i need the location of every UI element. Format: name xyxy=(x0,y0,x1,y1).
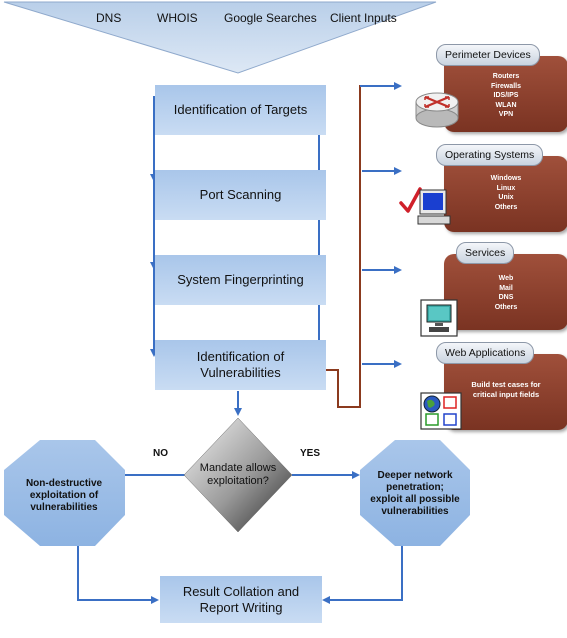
input-funnel xyxy=(3,1,437,74)
no-label: NO xyxy=(153,448,168,459)
category-item: Web xyxy=(498,275,514,282)
router-icon xyxy=(415,92,459,128)
input-whois: WHOIS xyxy=(157,11,198,25)
category-item: Windows xyxy=(490,175,522,182)
step-identification-of-targets: Identification of Targets xyxy=(155,85,326,135)
category-title: Services xyxy=(456,242,515,264)
category-item: Routers xyxy=(492,73,520,80)
web-window-icon xyxy=(420,392,462,430)
category-item: Others xyxy=(494,303,518,311)
decision-label: Mandate allows exploitation? xyxy=(199,462,277,487)
category-item: IDS/IPS xyxy=(493,92,519,99)
category-item: DNS xyxy=(498,294,514,301)
category-item: VPN xyxy=(498,111,514,118)
step-port-scanning: Port Scanning xyxy=(155,170,326,220)
category-title: Perimeter Devices xyxy=(436,44,540,66)
right-octagon xyxy=(360,440,470,546)
category-item: WLAN xyxy=(495,101,517,109)
input-dns: DNS xyxy=(96,11,122,25)
input-google-searches: Google Searches xyxy=(224,11,317,25)
monitor-icon xyxy=(420,299,458,337)
step-system-fingerprinting: System Fingerprinting xyxy=(155,255,326,305)
arrow-right-to-result xyxy=(322,540,403,604)
non-destructive-exploitation: Non-destructive exploitation of vulnerab… xyxy=(25,478,103,513)
category-web-applications: Web Applications Build test cases for cr… xyxy=(436,342,567,430)
category-item: Mail xyxy=(499,284,513,292)
category-title: Operating Systems xyxy=(436,144,544,166)
deeper-network-penetration: Deeper network penetration; exploit all … xyxy=(370,470,460,517)
category-arrows xyxy=(360,82,402,368)
decision-diamond xyxy=(183,417,293,533)
input-client-inputs: Client Inputs xyxy=(330,11,397,25)
category-item: Linux xyxy=(496,184,516,192)
category-perimeter-devices: Perimeter Devices Routers Firewalls IDS/… xyxy=(436,44,567,132)
category-item: Build test cases for xyxy=(471,380,541,389)
yes-label: YES xyxy=(300,448,321,459)
arrow-left-to-result xyxy=(77,540,159,604)
category-title: Web Applications xyxy=(436,342,535,364)
result-collation-box: Result Collation and Report Writing xyxy=(160,576,322,623)
category-item: critical input fields xyxy=(472,389,540,399)
left-octagon xyxy=(4,440,125,546)
category-item: Others xyxy=(494,203,518,211)
category-operating-systems: Operating Systems Windows Linux Unix Oth… xyxy=(436,144,567,232)
category-connector xyxy=(318,85,375,408)
step-identification-of-vulnerabilities: Identification of Vulnerabilities xyxy=(155,340,326,390)
computer-checkmark-icon xyxy=(399,187,451,225)
category-services: Services Web Mail DNS Others xyxy=(444,242,567,330)
category-item: Firewalls xyxy=(491,82,521,90)
category-item: Unix xyxy=(498,194,514,201)
